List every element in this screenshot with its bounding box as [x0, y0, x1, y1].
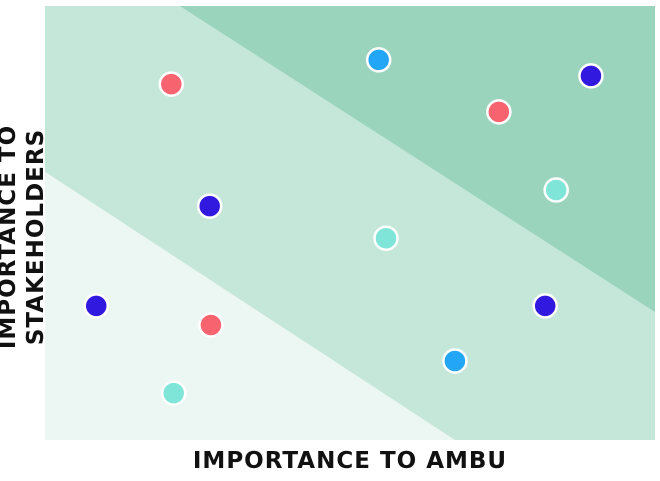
- band-high: [179, 6, 655, 312]
- data-points: [83, 47, 604, 406]
- data-point-4: [486, 99, 512, 125]
- x-axis-label: IMPORTANCE TO AMBU: [192, 448, 508, 474]
- band-low: [45, 171, 455, 440]
- background-bands: [45, 6, 655, 440]
- data-point-6: [196, 193, 223, 219]
- data-point-7: [373, 225, 399, 251]
- data-point-8: [83, 293, 109, 319]
- data-point-5: [543, 177, 569, 203]
- data-point-9: [532, 293, 558, 319]
- data-point-2: [365, 47, 392, 73]
- data-point-3: [578, 63, 604, 89]
- data-point-12: [160, 380, 187, 406]
- y-axis-label: IMPORTANCE TO STAKEHOLDERS: [0, 124, 49, 350]
- data-point-1: [158, 71, 185, 97]
- data-point-10: [198, 312, 224, 338]
- data-point-11: [442, 348, 468, 374]
